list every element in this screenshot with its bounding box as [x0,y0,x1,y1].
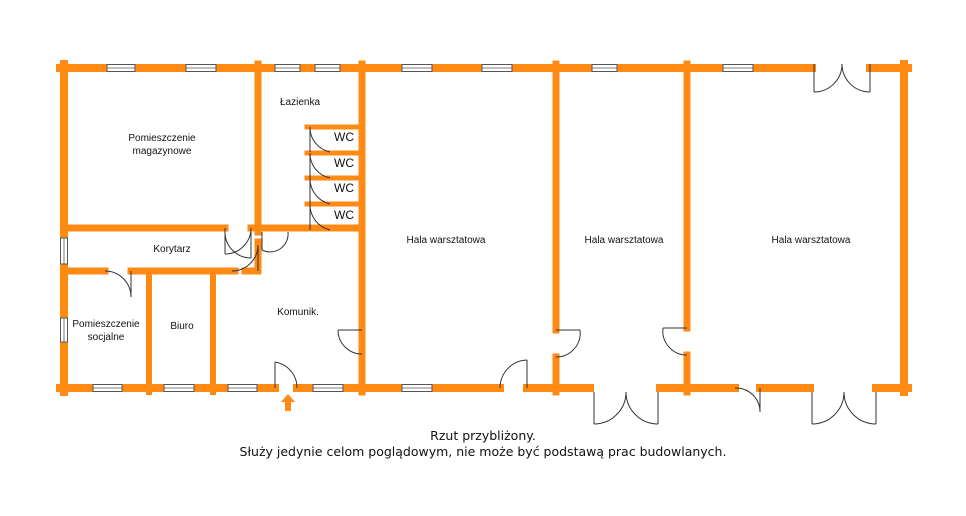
social-label-line2: socjalne [88,332,125,343]
hall2-label: Hala warsztatowa [585,235,664,246]
wc-label-3: WC [334,181,354,195]
door-swing [309,177,331,205]
door-swing [843,391,877,425]
door-swing [662,327,688,356]
door-swing [555,329,581,358]
hall3-label: Hala warsztatowa [772,235,851,246]
hall1-label: Hala warsztatowa [407,235,486,246]
door-swing [841,63,871,93]
door-swing [274,361,298,389]
corridor-label: Korytarz [153,244,190,255]
wc-label-2: WC [334,156,354,170]
caption-line1: Rzut przybliżony. [430,428,536,443]
communication-label: Komunik. [277,307,319,318]
door-swing [104,270,132,298]
door-swing [309,152,331,179]
door-swing [261,231,289,253]
office-label: Biuro [170,321,194,332]
room-labels: Pomieszczenie magazynowe Łazienka WC WC … [72,97,851,343]
doors [104,63,877,425]
door-swing [224,227,252,255]
door-swing [811,391,845,425]
door-swing [309,203,331,231]
door-swing [337,329,363,355]
walls [56,60,912,396]
door-swing [309,126,331,153]
storage-label-line2: magazynowe [133,146,192,157]
door-swing [813,63,843,93]
social-label-line1: Pomieszczenie [72,319,140,330]
door-swing [734,387,761,413]
storage-label-line1: Pomieszczenie [128,133,196,144]
wc-label-4: WC [334,208,354,222]
door-swing [499,359,528,389]
windows [60,64,754,392]
door-swing [231,244,259,272]
door-swing [593,391,627,425]
arrow-up-icon [281,394,295,411]
door-swing [224,231,252,259]
door-swing [625,391,659,425]
wc-label-1: WC [334,130,354,144]
caption-line2: Służy jedynie celom poglądowym, nie może… [239,444,727,459]
bathroom-label: Łazienka [280,97,320,108]
